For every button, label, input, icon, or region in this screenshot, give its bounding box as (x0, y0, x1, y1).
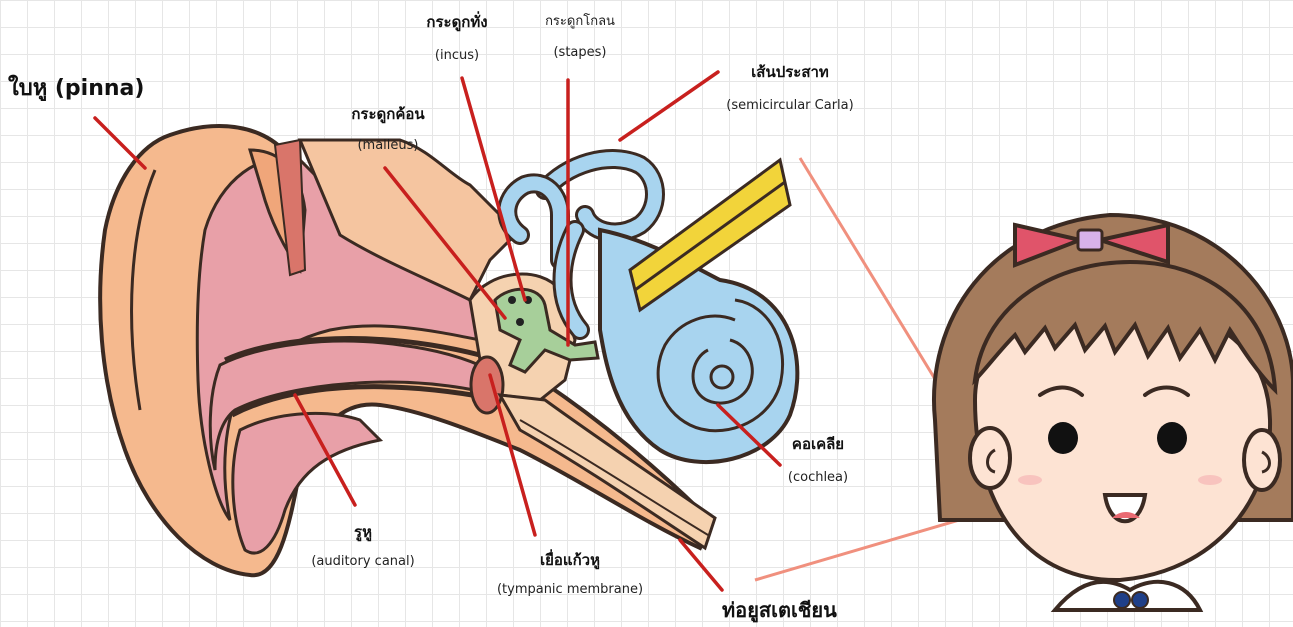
girl-face (975, 305, 1270, 580)
label-cochlea-th: คอเคลีย (768, 432, 868, 456)
girl-right-ear (1244, 430, 1280, 490)
label-semicircular-th: เส้นประสาท (685, 60, 895, 84)
label-incus: กระดูกทั่ง (incus) (392, 10, 522, 63)
ear-cross-section (100, 126, 797, 575)
label-tympanic-th: เยื่อแก้วหู (460, 548, 680, 572)
girl-illustration (934, 215, 1293, 610)
label-cochlea: คอเคลีย (cochlea) (768, 432, 868, 485)
label-canal-th: รูหู (278, 520, 448, 544)
label-malleus-en: (malleus) (318, 138, 458, 153)
label-pinna: ใบหู (pinna) (8, 70, 144, 105)
label-malleus: กระดูกค้อน (malleus) (318, 102, 458, 153)
label-incus-th: กระดูกทั่ง (392, 10, 522, 34)
label-canal-en: (auditory canal) (278, 554, 448, 569)
label-incus-en: (incus) (392, 48, 522, 63)
label-stapes-en: (stapes) (515, 45, 645, 60)
girl-collar-button (1114, 592, 1130, 608)
label-eustachian: ท่อยูสเตเชียน (722, 594, 837, 626)
label-auditory-canal: รูหู (auditory canal) (278, 520, 448, 569)
label-tympanic-en: (tympanic membrane) (460, 582, 680, 597)
label-cochlea-en: (cochlea) (768, 470, 868, 485)
label-tympanic: เยื่อแก้วหู (tympanic membrane) (460, 548, 680, 597)
girl-left-eye (1048, 422, 1078, 454)
girl-left-ear (970, 428, 1010, 488)
label-malleus-th: กระดูกค้อน (318, 102, 458, 126)
girl-right-eye (1157, 422, 1187, 454)
label-semicircular-en: (semicircular Carla) (685, 98, 895, 113)
label-stapes: กระดูกโกลน (stapes) (515, 10, 645, 60)
label-semicircular: เส้นประสาท (semicircular Carla) (685, 60, 895, 113)
pointer-pinna (95, 118, 145, 168)
label-stapes-th: กระดูกโกลน (515, 10, 645, 31)
